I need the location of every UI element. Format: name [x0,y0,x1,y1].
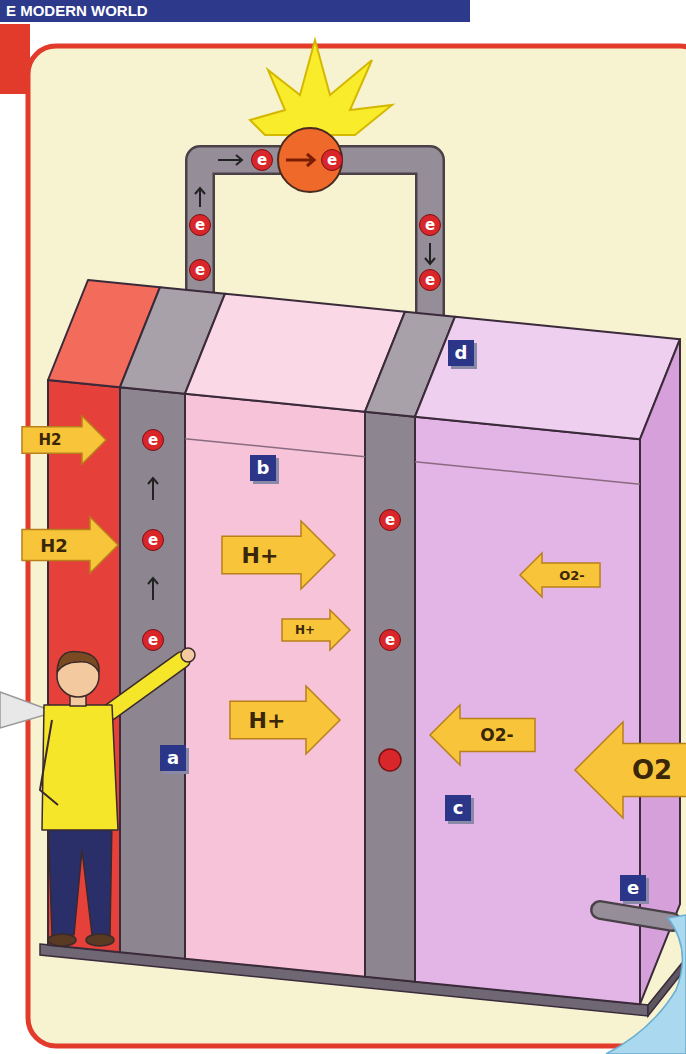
flow-arrow-label: O2 [632,755,672,785]
flow-arrow-label: H+ [295,623,315,637]
callout-letter: e [620,875,646,901]
page-header: E MODERN WORLD [6,1,148,21]
callout-letter: a [160,745,186,771]
flow-arrow-label: H+ [249,708,286,733]
callout-letter: c [445,795,471,821]
electron: e [251,149,273,171]
electron: e [142,429,164,451]
electron: e [419,214,441,236]
electron: e [321,149,343,171]
callout-letter: d [448,340,474,366]
electron: e [379,509,401,531]
flow-arrow-label: H2 [40,535,68,556]
electron: e [419,269,441,291]
callout-letter: b [250,455,276,481]
flow-arrow-label: O2- [480,725,513,745]
electron: e [142,629,164,651]
electron: e [189,214,211,236]
flow-arrow-label: H2 [39,431,62,449]
flow-arrow-label: O2- [559,568,585,583]
electron: e [379,629,401,651]
flow-arrow-label: H+ [242,543,279,568]
electron: e [142,529,164,551]
electron: e [189,259,211,281]
